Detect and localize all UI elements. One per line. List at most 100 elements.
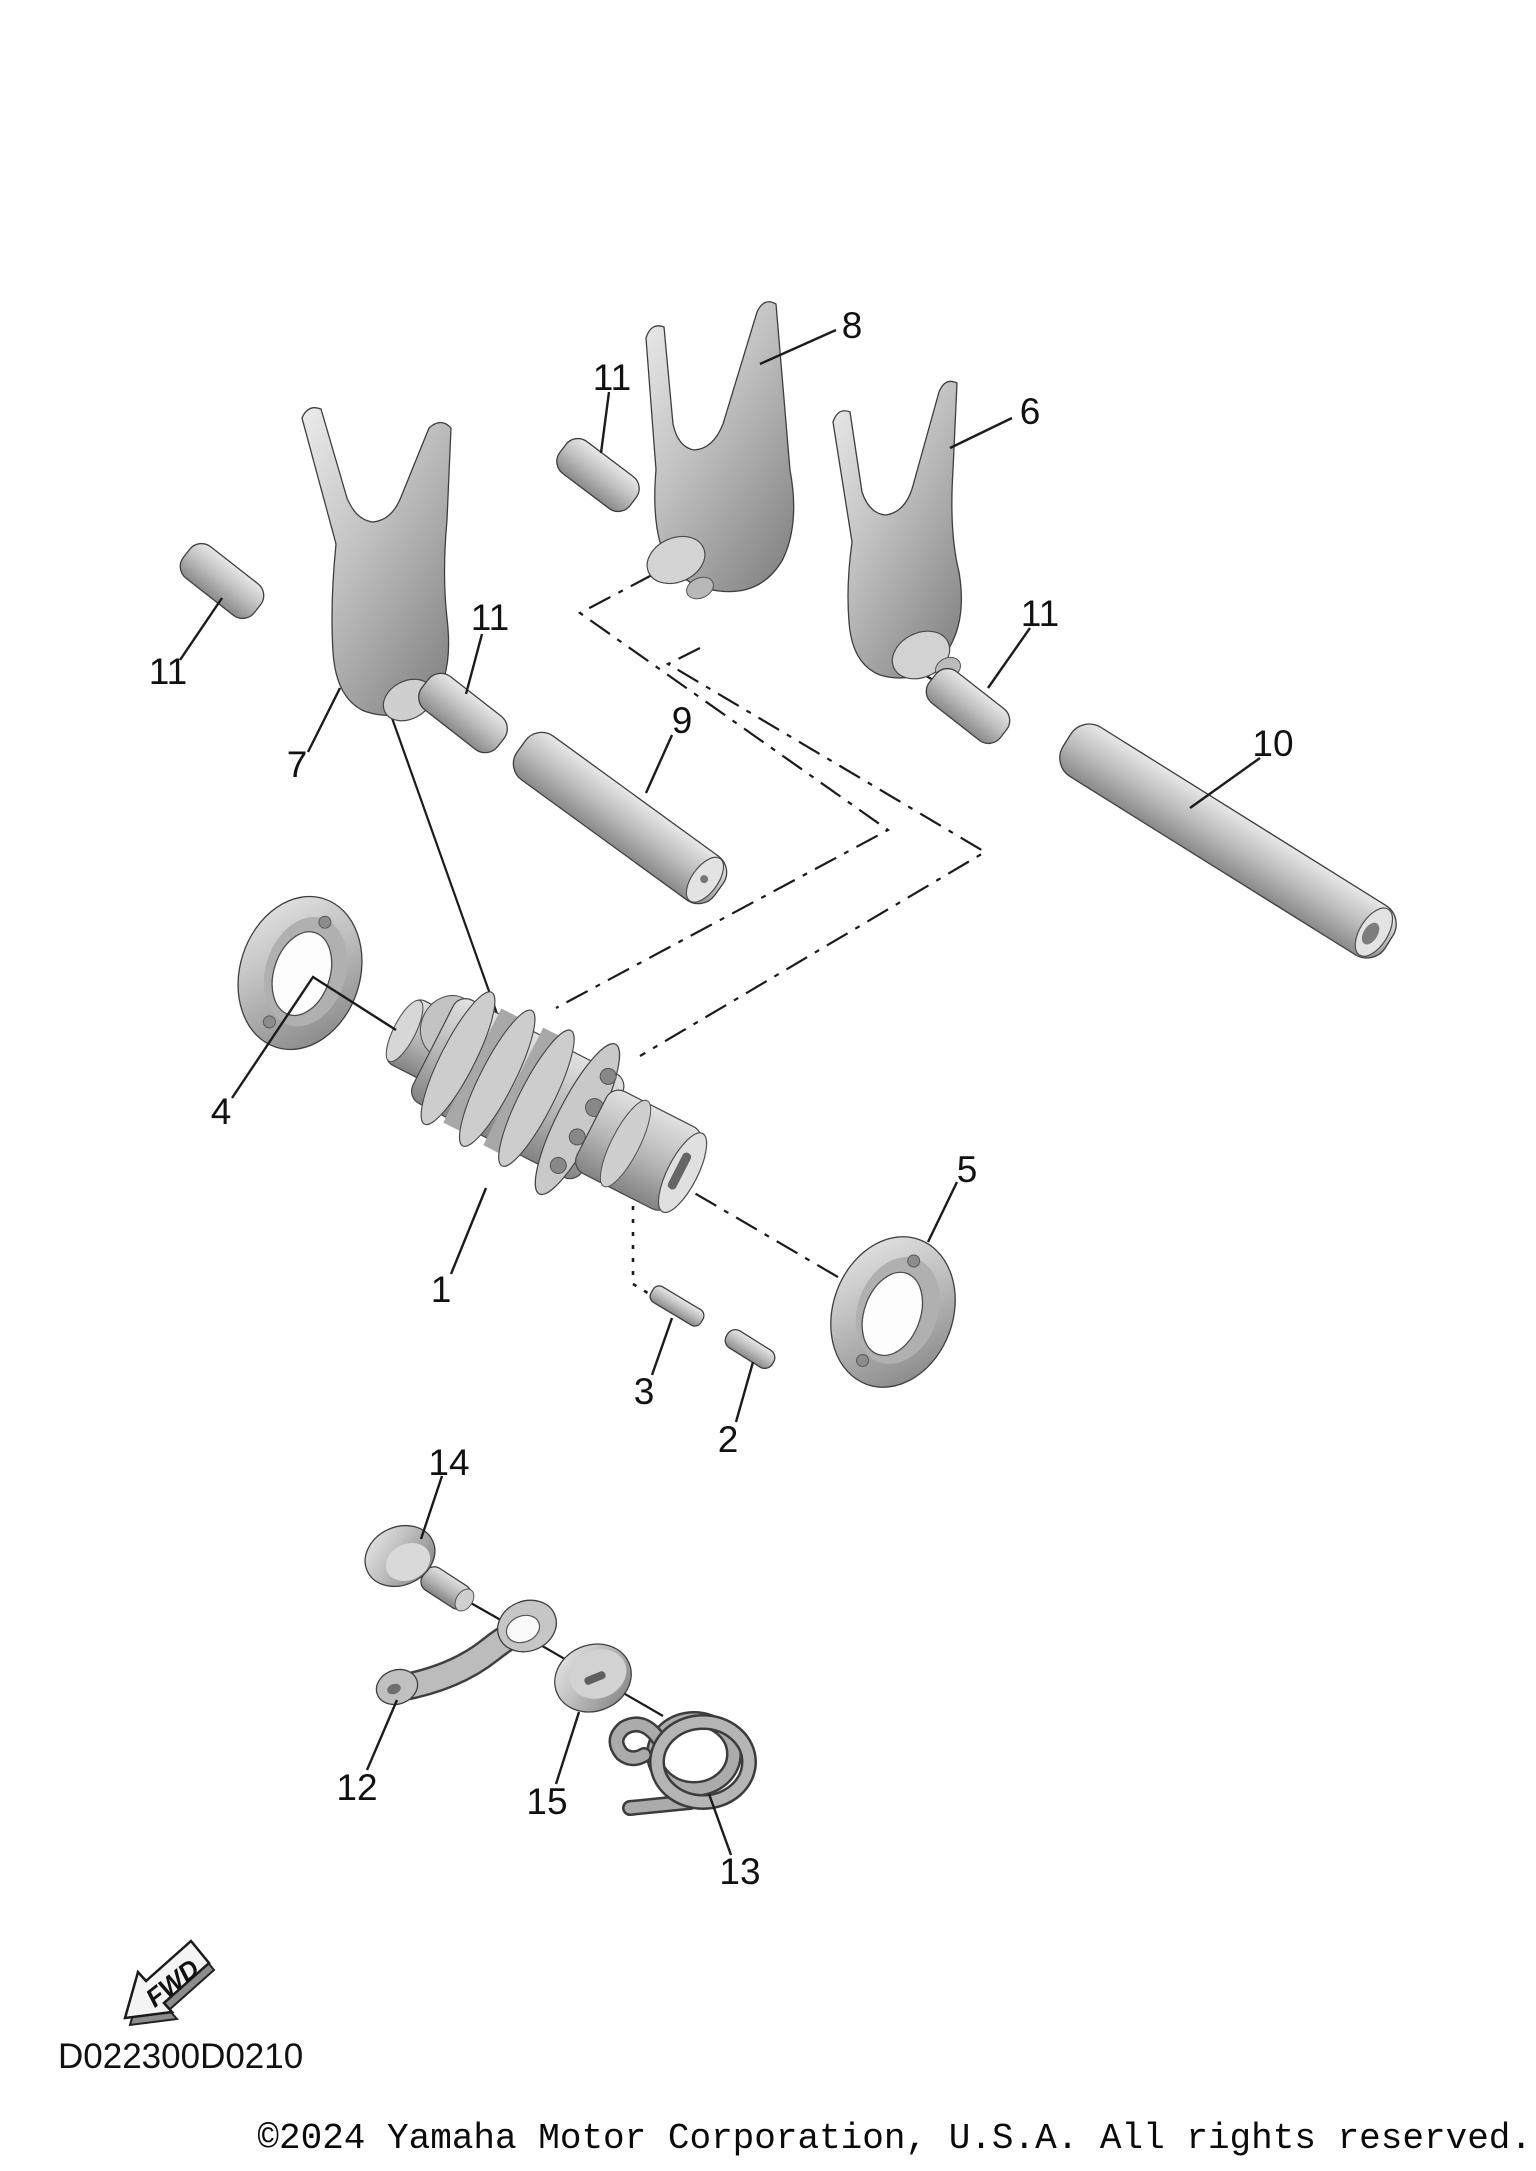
pin-dowel-long-cylinder: [649, 1285, 705, 1327]
callout-leader-lines: [179, 328, 1261, 1856]
fork-pin-middle: [418, 672, 508, 754]
shift-fork-left-body: [301, 407, 452, 717]
callout-washer: 15: [526, 1781, 567, 1822]
lever-washer: [554, 1643, 632, 1713]
callout-fork-pin-middle: 11: [471, 597, 509, 638]
shift-fork-right-body: [832, 380, 962, 679]
bearing-left-rivet-hole-1: [318, 915, 332, 929]
leader-13: [707, 1793, 733, 1856]
parts: [179, 301, 1397, 1816]
shift-cam-left-cap: [385, 999, 424, 1063]
torsion-spring: [608, 1711, 757, 1816]
leader-6: [949, 416, 1013, 450]
fwd-arrow: FWD: [123, 1939, 216, 2027]
shift-fork-right: [832, 380, 962, 680]
bearing-right: [830, 1236, 956, 1388]
leader-2: [734, 1361, 755, 1423]
leader-12: [365, 1699, 399, 1771]
leader-11-right: [987, 627, 1031, 689]
stopper-lever: [375, 1599, 557, 1706]
bearing-left: [237, 895, 363, 1051]
guide-bar-short-shaft: [512, 731, 728, 905]
guide-bar-short-center-hole: [700, 875, 709, 884]
callout-guide-bar-long: 10: [1252, 723, 1293, 764]
leader-11-top: [599, 391, 611, 454]
lever-washer-slot: [584, 1671, 606, 1685]
callout-fork-pin-left: 11: [149, 651, 187, 692]
callout-pin-dowel-short: 2: [718, 1419, 739, 1460]
lever-bolt-head-face: [385, 1543, 431, 1581]
callout-lever-bolt: 14: [428, 1442, 469, 1483]
shift-cam-segment-hole-1: [599, 1067, 617, 1085]
shift-cam-rib-2: [458, 1009, 536, 1147]
shift-cam-assembly: [385, 991, 708, 1214]
fork-guide-bar-short: [512, 731, 728, 905]
fork-pin-top-cylinder: [556, 437, 640, 513]
shift-cam-front-rib: [599, 1099, 652, 1188]
leader-9: [644, 734, 674, 794]
callout-shift-cam: 1: [431, 1269, 452, 1310]
alignment-chevron-lower: [639, 647, 988, 1057]
fork-pin-middle-cylinder: [418, 672, 508, 754]
fork-pin-right: [925, 667, 1011, 745]
leader-4: [231, 975, 397, 1099]
callout-fork-pin-top: 11: [593, 357, 631, 398]
shift-cam-rib-3: [498, 1029, 575, 1167]
drawing-code: D022300D0210: [58, 2037, 303, 2076]
shift-fork-center: [645, 301, 795, 600]
torsion-spring-coil-front: [651, 1716, 755, 1808]
alignment-chevron-upper: [555, 574, 891, 1009]
callout-stopper-lever: 12: [336, 1767, 377, 1808]
copyright-text: ©2024 Yamaha Motor Corporation, U.S.A. A…: [257, 2118, 1532, 2159]
callout-labels: 8 6 11 11 11 11 7 9 10 4 1 5 3 2 14 12 1…: [149, 305, 1294, 1892]
stopper-lever-tail-hole: [387, 1683, 401, 1695]
pin-dowel-short: [724, 1328, 776, 1370]
fork-pin-left: [179, 542, 265, 620]
fork-pin-left-cylinder: [179, 542, 265, 620]
torsion-spring-hook: [611, 1719, 668, 1764]
callout-shift-fork-center: 8: [842, 305, 863, 346]
callout-shift-fork-right: 6: [1020, 391, 1041, 432]
pin-dowel-long: [649, 1285, 705, 1327]
guide-bar-long-end-hole: [1361, 922, 1380, 945]
leader-10: [1189, 757, 1261, 809]
shift-cam-segment-hole-4: [549, 1156, 567, 1174]
shift-fork-center-pin-stub: [686, 576, 714, 600]
bearing-right-rivet-hole-2: [856, 1354, 870, 1368]
guide-bar-long-shaft: [1059, 723, 1397, 959]
bearing-right-rivet-hole-1: [907, 1254, 921, 1268]
callout-shift-fork-left: 7: [287, 744, 308, 785]
leader-14: [419, 1475, 444, 1540]
leader-8: [759, 328, 837, 366]
fork-pin-right-cylinder: [925, 667, 1011, 745]
alignment-cam-to-pin3: [631, 1154, 657, 1300]
fork-guide-bar-long: [1059, 723, 1397, 959]
stopper-lever-eye-hole: [505, 1614, 541, 1644]
callout-fork-pin-right: 11: [1021, 593, 1059, 634]
shift-fork-right-boss: [891, 630, 951, 680]
leader-15: [554, 1711, 581, 1785]
fork-pin-top: [556, 437, 640, 513]
shift-fork-center-boss: [646, 535, 706, 585]
leader-11-middle: [464, 633, 484, 695]
leader-5: [926, 1181, 959, 1243]
leader-1: [449, 1187, 488, 1275]
fwd-arrow-face: [123, 1939, 211, 2020]
shift-cam-rib-1: [420, 991, 496, 1126]
callout-pin-dowel-long: 3: [634, 1371, 655, 1412]
pin-dowel-short-cylinder: [724, 1328, 776, 1370]
bearing-left-rivet-hole-2: [262, 1015, 276, 1029]
bearing-right-bore: [861, 1271, 924, 1357]
callout-guide-bar-short: 9: [672, 700, 693, 741]
callout-bearing-left: 4: [211, 1091, 232, 1132]
shift-cam-end-slot: [667, 1152, 692, 1190]
callout-torsion-spring: 13: [719, 1851, 760, 1892]
leader-11-left: [179, 597, 223, 661]
lever-bolt: [364, 1524, 475, 1612]
callout-bearing-right: 5: [957, 1149, 978, 1190]
leader-7: [306, 687, 342, 753]
shift-fork-left: [301, 407, 452, 722]
lever-bolt-tip: [454, 1588, 475, 1612]
